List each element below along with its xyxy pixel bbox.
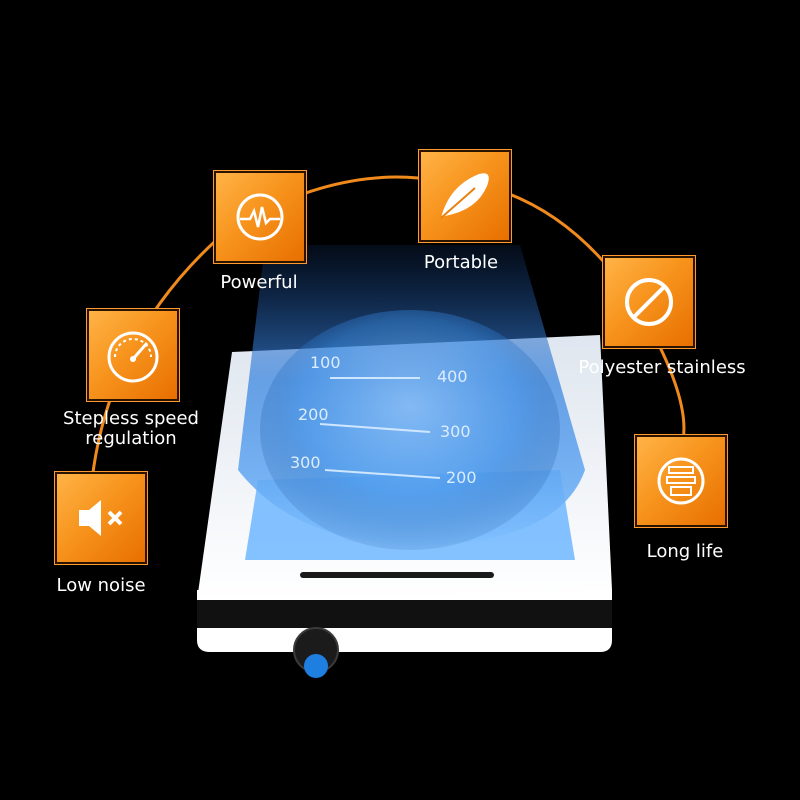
feature-label-portable: Portable: [423, 252, 499, 273]
indicator-slot: [300, 572, 494, 578]
feature-tile-powerful: [214, 171, 306, 263]
graduation-left: 200: [298, 405, 329, 424]
speaker-mute-icon: [79, 500, 123, 536]
feature-tile-low-noise: [55, 472, 147, 564]
heartbeat-icon: [236, 193, 284, 241]
feature-tile-polyester-stainless: [603, 256, 695, 348]
glass-beaker: 100 200 300 400 300 200: [238, 245, 585, 550]
feature-tile-stepless-speed: [87, 309, 179, 401]
feature-label-powerful: Powerful: [220, 272, 298, 293]
longevity-symbol-icon: [657, 457, 705, 505]
feature-label-polyester-stainless: Polyester stainless: [578, 357, 746, 378]
feature-tile-long-life: [635, 435, 727, 527]
feature-label-low-noise: Low noise: [56, 575, 146, 596]
feature-label-stepless-speed: Stepless speed regulation: [63, 408, 199, 449]
feature-tile-portable: [419, 150, 511, 242]
graduation-left: 100: [310, 353, 341, 372]
graduation-right: 400: [437, 367, 468, 386]
feature-label-long-life: Long life: [646, 541, 724, 562]
feather-icon: [440, 173, 489, 219]
speedometer-icon: [107, 331, 159, 383]
graduation-left: 300: [290, 453, 321, 472]
graduation-right: 200: [446, 468, 477, 487]
graduation-right: 300: [440, 422, 471, 441]
prohibited-circle-icon: [625, 278, 673, 326]
